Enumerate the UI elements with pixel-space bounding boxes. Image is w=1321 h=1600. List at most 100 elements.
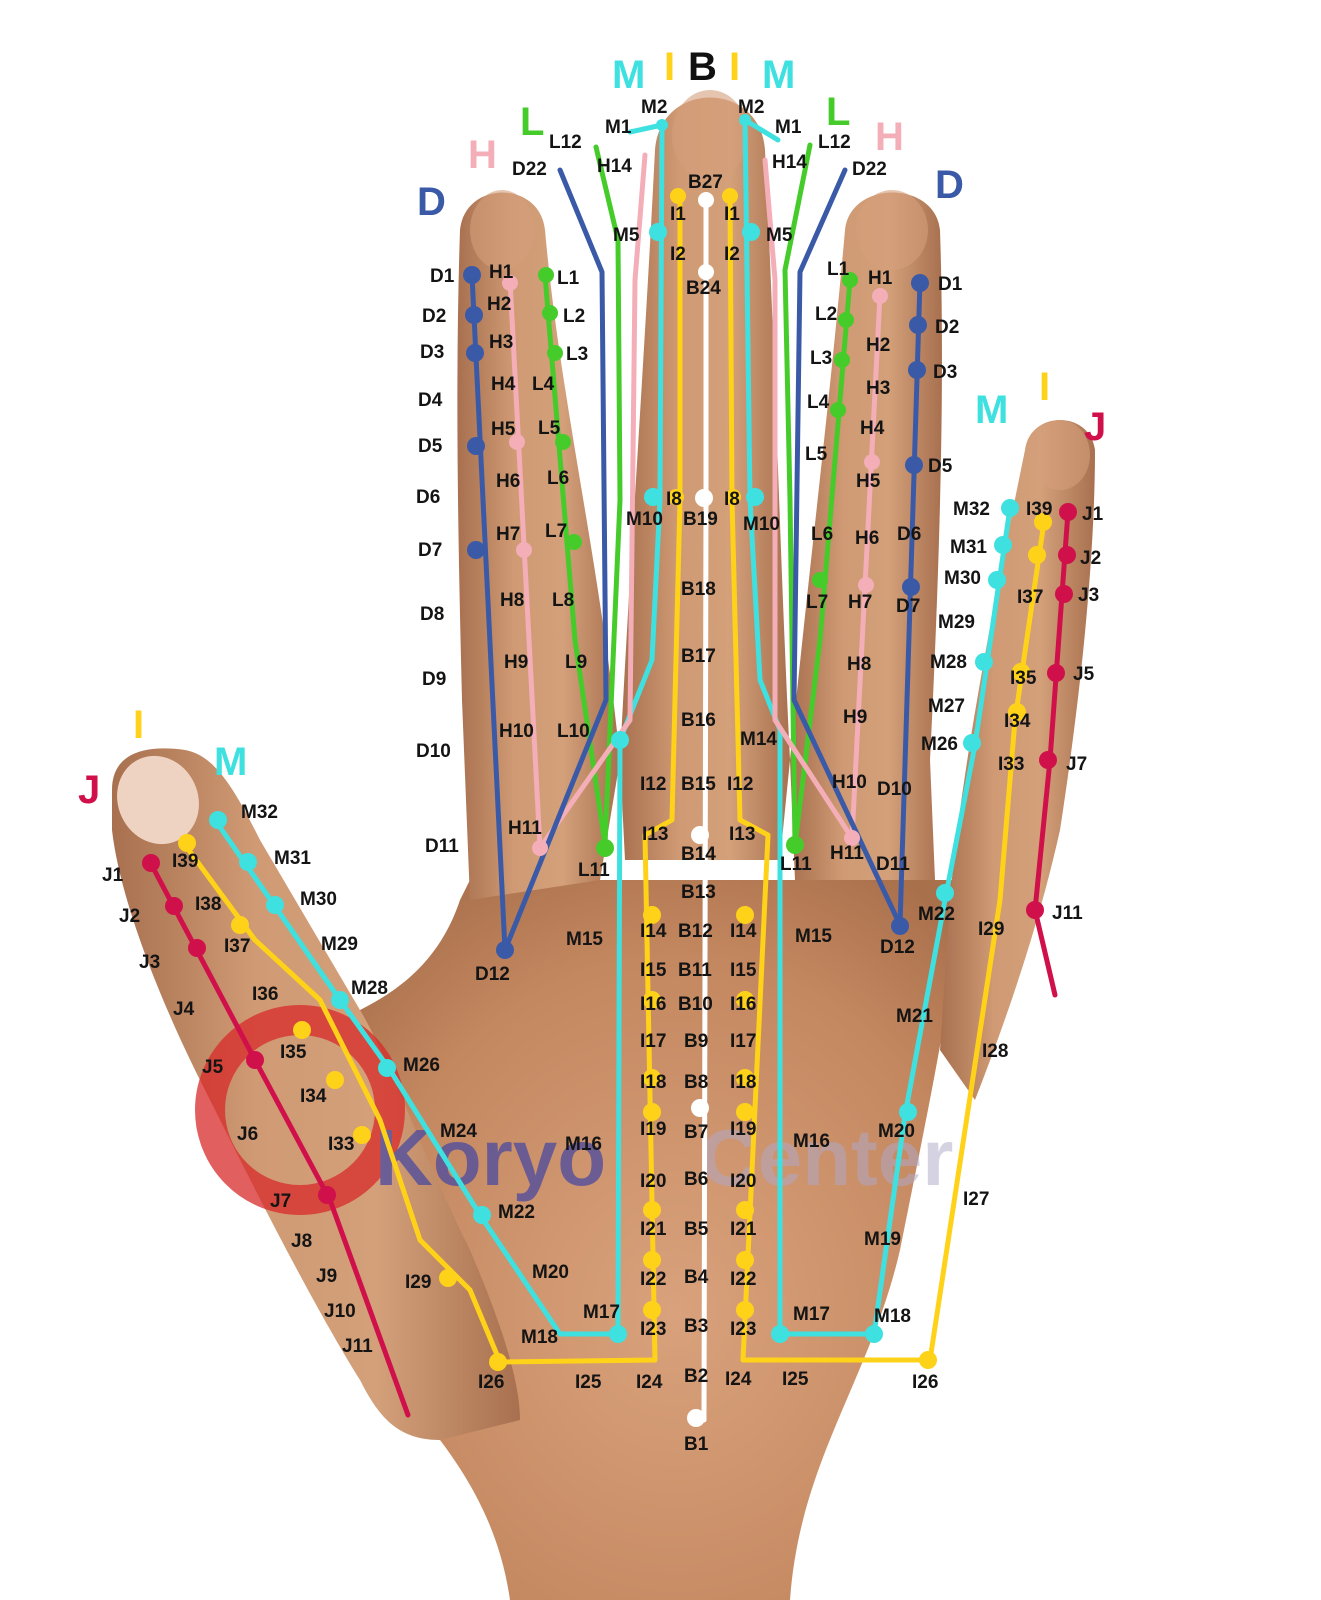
label-H3-right: H3: [866, 378, 890, 399]
point-M18-right: [865, 1325, 883, 1343]
index-nail: [470, 190, 534, 270]
label-H14-right: H14: [772, 152, 807, 173]
point-I37-right: [1028, 546, 1046, 564]
point-M5-right: [742, 223, 760, 241]
label-L11-left: L11: [578, 860, 610, 881]
meridian-D-right: [791, 167, 923, 928]
label-M29-left: M29: [321, 934, 358, 955]
label-M2-right: M2: [738, 97, 764, 118]
label-I8-left: I8: [666, 489, 682, 510]
label-M22-left: M22: [498, 1202, 535, 1223]
point-D12-right: [891, 917, 909, 935]
point-J5-little: [1047, 664, 1065, 682]
label-D11-left: D11: [425, 836, 459, 857]
H-points: [502, 275, 888, 856]
label-M19-right: M19: [864, 1229, 901, 1250]
label-I14-left: I14: [640, 921, 667, 942]
point-I19-right: [736, 1103, 754, 1121]
label-J4-thumb: J4: [173, 999, 195, 1020]
point-M32-right: [1001, 499, 1019, 517]
label-H9-left: H9: [504, 652, 528, 673]
label-M16-right: M16: [793, 1131, 830, 1152]
label-H10-right: H10: [832, 772, 867, 793]
label-L5-left: L5: [538, 418, 561, 439]
label-H6-left: H6: [496, 471, 520, 492]
point-M22-left: [473, 1206, 491, 1224]
label-I1-right: I1: [724, 204, 740, 225]
label-I34-left: I34: [300, 1086, 327, 1107]
point-D5-right: [905, 456, 923, 474]
label-B12: B12: [678, 921, 713, 942]
label-I21-right: I21: [730, 1219, 757, 1240]
label-D8-left: D8: [420, 604, 444, 625]
label-I17-left: I17: [640, 1031, 666, 1052]
label-I35-right: I35: [1010, 668, 1037, 689]
header-middle-0: M: [612, 53, 645, 97]
point-M5-left: [649, 223, 667, 241]
label-D12-right: D12: [880, 937, 915, 958]
label-D5-left: D5: [418, 436, 443, 457]
header-ring-1: H: [875, 115, 904, 159]
meridian-points: [142, 114, 1077, 1427]
label-M32-left: M32: [241, 802, 278, 823]
label-L9-left: L9: [565, 652, 587, 673]
label-H9-right: H9: [843, 707, 867, 728]
label-L8-left: L8: [552, 590, 574, 611]
point-I34-left: [326, 1071, 344, 1089]
label-B17: B17: [681, 646, 716, 667]
meridian-I-middle-left: [182, 192, 683, 1365]
label-H6-right: H6: [855, 528, 879, 549]
label-J11-thumb: J11: [342, 1336, 373, 1357]
label-I34-right: I34: [1004, 711, 1031, 732]
header-index-0: L: [520, 100, 544, 144]
point-D1-right: [911, 274, 929, 292]
label-I12-right: I12: [727, 774, 753, 795]
point-I16-left: [643, 991, 661, 1009]
label-I14-right: I14: [730, 921, 757, 942]
label-I28-right: I28: [982, 1041, 1008, 1062]
label-M15-right: M15: [795, 926, 832, 947]
D-points: [463, 266, 929, 959]
point-I8-right: [725, 489, 741, 505]
point-H5-left: [509, 434, 525, 450]
point-M-left-mid: [611, 731, 629, 749]
label-L12-left: L12: [549, 132, 582, 153]
label-M28-right: M28: [930, 652, 967, 673]
label-D12-left: D12: [475, 964, 510, 985]
label-M28-left: M28: [351, 978, 388, 999]
point-H11-left: [532, 840, 548, 856]
label-I24-right: I24: [725, 1369, 752, 1390]
point-M26-right: [963, 734, 981, 752]
label-B15: B15: [681, 774, 716, 795]
point-H5-right: [864, 454, 880, 470]
label-M24-left: M24: [440, 1121, 477, 1142]
meridian-H-left: [507, 152, 648, 851]
label-J10-thumb: J10: [324, 1301, 356, 1322]
point-L4-right: [830, 402, 846, 418]
label-J7-thumb: J7: [270, 1191, 291, 1212]
label-I13-right: I13: [729, 824, 755, 845]
label-I22-left: I22: [640, 1269, 666, 1290]
label-L6-right: L6: [811, 524, 833, 545]
label-H5-left: H5: [491, 419, 516, 440]
label-L10-left: L10: [557, 721, 590, 742]
label-M26-left: M26: [403, 1055, 440, 1076]
label-I1-left: I1: [670, 204, 686, 225]
thumb: [112, 748, 520, 1440]
point-I26-right: [919, 1351, 937, 1369]
label-B8: B8: [684, 1072, 708, 1093]
point-I14-left: [643, 906, 661, 924]
label-M5-right: M5: [766, 225, 793, 246]
label-M22-right: M22: [918, 904, 955, 925]
meridian-I-middle-right: [727, 192, 1048, 1363]
point-D5-left: [467, 437, 485, 455]
header-thumb-1: M: [214, 740, 247, 784]
point-L3-right: [834, 352, 850, 368]
point-J3-little: [1055, 585, 1073, 603]
point-I16-right: [736, 991, 754, 1009]
point-B24: [698, 264, 714, 280]
point-I19-left: [643, 1103, 661, 1121]
label-L3-left: L3: [566, 344, 588, 365]
header-index-2: D: [417, 180, 446, 224]
label-I18-right: I18: [730, 1072, 756, 1093]
